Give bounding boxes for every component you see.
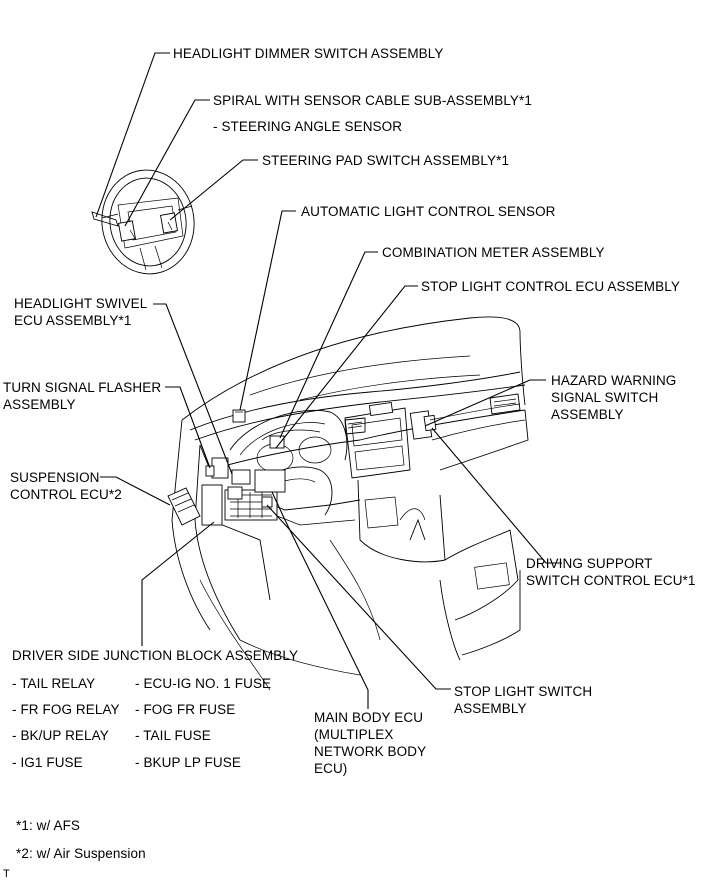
- footnote-2: *2: w/ Air Suspension: [16, 846, 146, 861]
- label-spiral-cable: SPIRAL WITH SENSOR CABLE SUB-ASSEMBLY*1: [213, 93, 532, 108]
- label-driver-side-junction-block: DRIVER SIDE JUNCTION BLOCK ASSEMBLY: [12, 648, 299, 663]
- label-hazard-warning-switch: HAZARD WARNING SIGNAL SWITCH ASSEMBLY: [551, 373, 677, 422]
- label-steering-pad-switch: STEERING PAD SWITCH ASSEMBLY*1: [262, 153, 510, 168]
- label-headlight-swivel-ecu: HEADLIGHT SWIVEL ECU ASSEMBLY*1: [14, 296, 148, 328]
- label-combination-meter: COMBINATION METER ASSEMBLY: [382, 245, 605, 260]
- label-suspension-control-ecu: SUSPENSION CONTROL ECU*2: [10, 470, 122, 502]
- label-steering-angle-sensor: - STEERING ANGLE SENSOR: [213, 119, 403, 134]
- junction-item: - TAIL FUSE: [135, 728, 211, 743]
- junction-item: - IG1 FUSE: [12, 755, 83, 770]
- footnote-1: *1: w/ AFS: [16, 818, 81, 833]
- label-stop-light-switch: STOP LIGHT SWITCH ASSEMBLY: [454, 684, 593, 716]
- junction-item: - BKUP LP FUSE: [135, 755, 241, 770]
- label-driving-support-switch-ecu: DRIVING SUPPORT SWITCH CONTROL ECU*1: [526, 556, 696, 588]
- label-stop-light-control-ecu: STOP LIGHT CONTROL ECU ASSEMBLY: [421, 279, 680, 294]
- junction-item: - FR FOG RELAY: [12, 702, 120, 717]
- dashboard-drawing: [167, 316, 529, 691]
- junction-item: - ECU-IG NO. 1 FUSE: [135, 676, 272, 691]
- label-main-body-ecu: MAIN BODY ECU (MULTIPLEX NETWORK BODY EC…: [314, 710, 427, 776]
- label-turn-signal-flasher: TURN SIGNAL FLASHER ASSEMBLY: [3, 380, 162, 412]
- corner-mark: T: [3, 868, 10, 880]
- junction-item: - BK/UP RELAY: [12, 728, 109, 743]
- label-automatic-light-control-sensor: AUTOMATIC LIGHT CONTROL SENSOR: [301, 204, 556, 219]
- label-headlight-dimmer-switch: HEADLIGHT DIMMER SWITCH ASSEMBLY: [173, 46, 444, 61]
- leader-lines: [95, 52, 562, 709]
- junction-item: - TAIL RELAY: [12, 676, 96, 691]
- junction-item: - FOG FR FUSE: [135, 702, 236, 717]
